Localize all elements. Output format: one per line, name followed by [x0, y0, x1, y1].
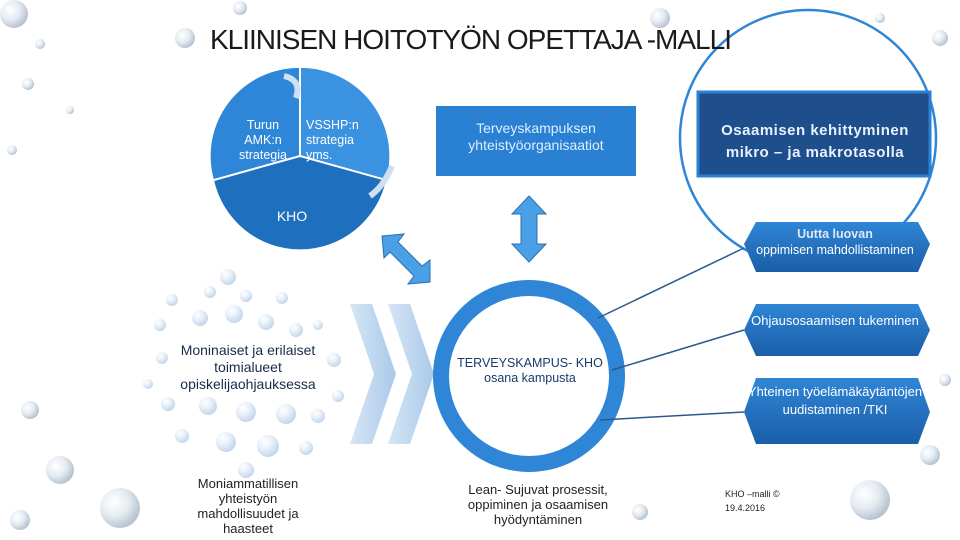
connector-lines: [597, 247, 745, 421]
copyright-line1: KHO –malli ©: [725, 489, 780, 499]
uutta-luovan-label: Uutta luovan oppimisen mahdollistaminen: [740, 226, 930, 258]
copyright-date: 19.4.2016: [725, 503, 766, 513]
hex-ohjaus: [744, 304, 930, 356]
ohjausosaaminen-label: Ohjausosaamisen tukeminen: [751, 313, 919, 328]
osaaminen-label: Osaamisen kehittyminen mikro – ja makrot…: [721, 122, 909, 161]
yhteinen-label: Yhteinen työelämäkäytäntöjen uudistamine…: [747, 384, 923, 417]
arrow-vertical: [510, 195, 548, 263]
terveyskampus-kho-label: TERVEYSKAMPUS- KHO osana kampusta: [457, 356, 603, 385]
terveyskampus-circle-inner: [449, 296, 609, 456]
uutta-luovan-line2: oppimisen mahdollistaminen: [756, 243, 914, 257]
bubble-cluster: [143, 269, 344, 478]
hex-yhteinen: [744, 378, 930, 444]
hex-uutta: [744, 222, 930, 272]
terveyskampus-label: Terveyskampuksen yhteistyöorganisaatiot: [468, 120, 604, 153]
lean-label: Lean- Sujuvat prosessit, oppiminen ja os…: [467, 482, 609, 527]
water-drops-decoration: [0, 0, 951, 530]
moniammatillisen-label: Moniammatillisen yhteistyön mahdollisuud…: [197, 476, 299, 536]
turun-strategia-label: Turun AMK:n strategia: [239, 118, 287, 162]
chevron-1: [350, 304, 396, 444]
terveyskampus-box: [436, 106, 636, 176]
moninaiset-label: Moninaiset ja erilaiset toimialueet opis…: [180, 342, 316, 392]
uutta-luovan-line1: Uutta luovan: [797, 227, 873, 241]
osaaminen-box: [696, 90, 932, 178]
arrow-diagonal-left: [381, 233, 431, 285]
copyright-note: KHO –malli © 19.4.2016: [725, 487, 795, 515]
page-title: KLIINISEN HOITOTYÖN OPETTAJA -MALLI: [210, 24, 732, 55]
strategy-circle: [210, 67, 395, 250]
kho-label: KHO: [276, 208, 308, 224]
chevron-2: [388, 304, 434, 444]
vsshp-strategia-label: VSSHP:n strategia yms.: [306, 118, 359, 162]
